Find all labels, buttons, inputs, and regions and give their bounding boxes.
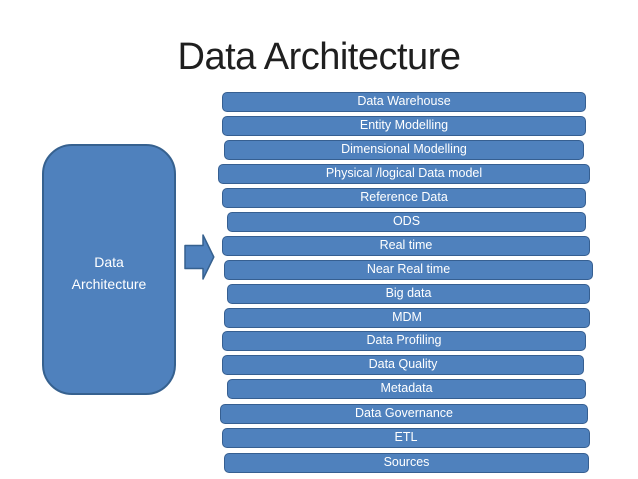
process-bar: Sources [224, 453, 589, 473]
shape-label-line1: Data [94, 253, 124, 270]
right-arrow-icon [184, 234, 215, 280]
slide-title: Data Architecture [177, 36, 461, 78]
process-bar: Data Quality [222, 355, 584, 375]
process-bar: Data Warehouse [222, 92, 586, 112]
process-bar: Dimensional Modelling [224, 140, 584, 160]
shape-label: Data Architecture [72, 251, 147, 295]
process-bar: ODS [227, 212, 586, 232]
process-bar: Entity Modelling [222, 116, 586, 136]
process-bar: Metadata [227, 379, 586, 399]
shape-label-line2: Architecture [71, 275, 147, 292]
process-bar: Reference Data [222, 188, 586, 208]
process-bar: Big data [227, 284, 590, 304]
data-architecture-shape: Data Architecture [42, 144, 176, 395]
process-bar: Real time [222, 236, 590, 256]
process-bar: MDM [224, 308, 590, 328]
process-bar: Physical /logical Data model [218, 164, 590, 184]
process-bar: Near Real time [224, 260, 593, 280]
process-bar: Data Governance [220, 404, 588, 424]
process-bar: ETL [222, 428, 590, 448]
process-bar: Data Profiling [222, 331, 586, 351]
